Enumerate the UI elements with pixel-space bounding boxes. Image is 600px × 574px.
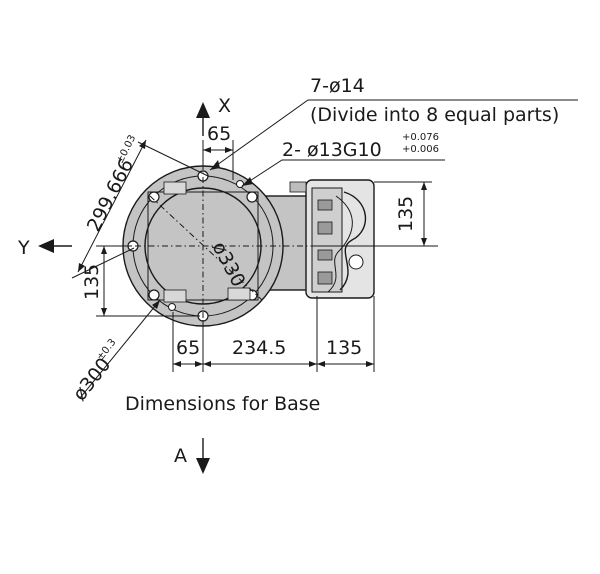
hole-pattern-label: 7-ø14 [310,75,365,97]
connector-4 [317,271,333,285]
dim-65-bottom: 65 [176,337,200,359]
mount-hole [246,191,258,203]
dim-135-bottom: 135 [326,337,362,359]
center-line-diagonal [149,195,263,301]
cable-routing-2 [327,195,353,293]
bolt-pad [163,289,187,303]
pin-holes-label: 2- ø13G10 [282,139,382,161]
leader-hole-pattern [209,99,578,171]
leader-pin-holes [241,159,445,187]
dim-outer-dia: ø300 [69,354,116,405]
dim-65-top: 65 [207,123,231,145]
mount-hole [148,191,160,203]
connector-1 [317,199,333,211]
pin-tol-upper: +0.076 [402,132,439,143]
connector-3 [317,249,333,261]
dim-135-right: 135 [395,196,417,232]
dim-234-5: 234.5 [232,337,286,359]
mount-hole [148,289,160,301]
pin-tol-lower: +0.006 [402,144,439,155]
axis-y-label: Y [17,237,30,259]
view-a-arrow [196,438,210,474]
axis-y-arrow [38,239,72,253]
hole-pattern-note: (Divide into 8 equal parts) [310,104,559,126]
dim-line-299-666 [77,139,147,273]
dim-outer-dia-tol: ±0.3 [95,337,119,363]
connector-plug [289,181,307,193]
view-a-label: A [174,445,187,467]
bolt-pad [227,287,251,301]
pin-hole [236,180,244,188]
pin-hole [168,303,176,311]
axis-x-arrow [196,102,210,136]
axis-x-label: X [218,95,231,117]
dim-line-dia-300 [79,299,161,399]
bolt-pad [163,181,187,195]
drawing-caption: Dimensions for Base [125,393,320,415]
cable-routing [339,191,367,291]
cable-gland [348,254,364,270]
dim-135-left: 135 [81,264,103,300]
connector-2 [317,221,333,235]
